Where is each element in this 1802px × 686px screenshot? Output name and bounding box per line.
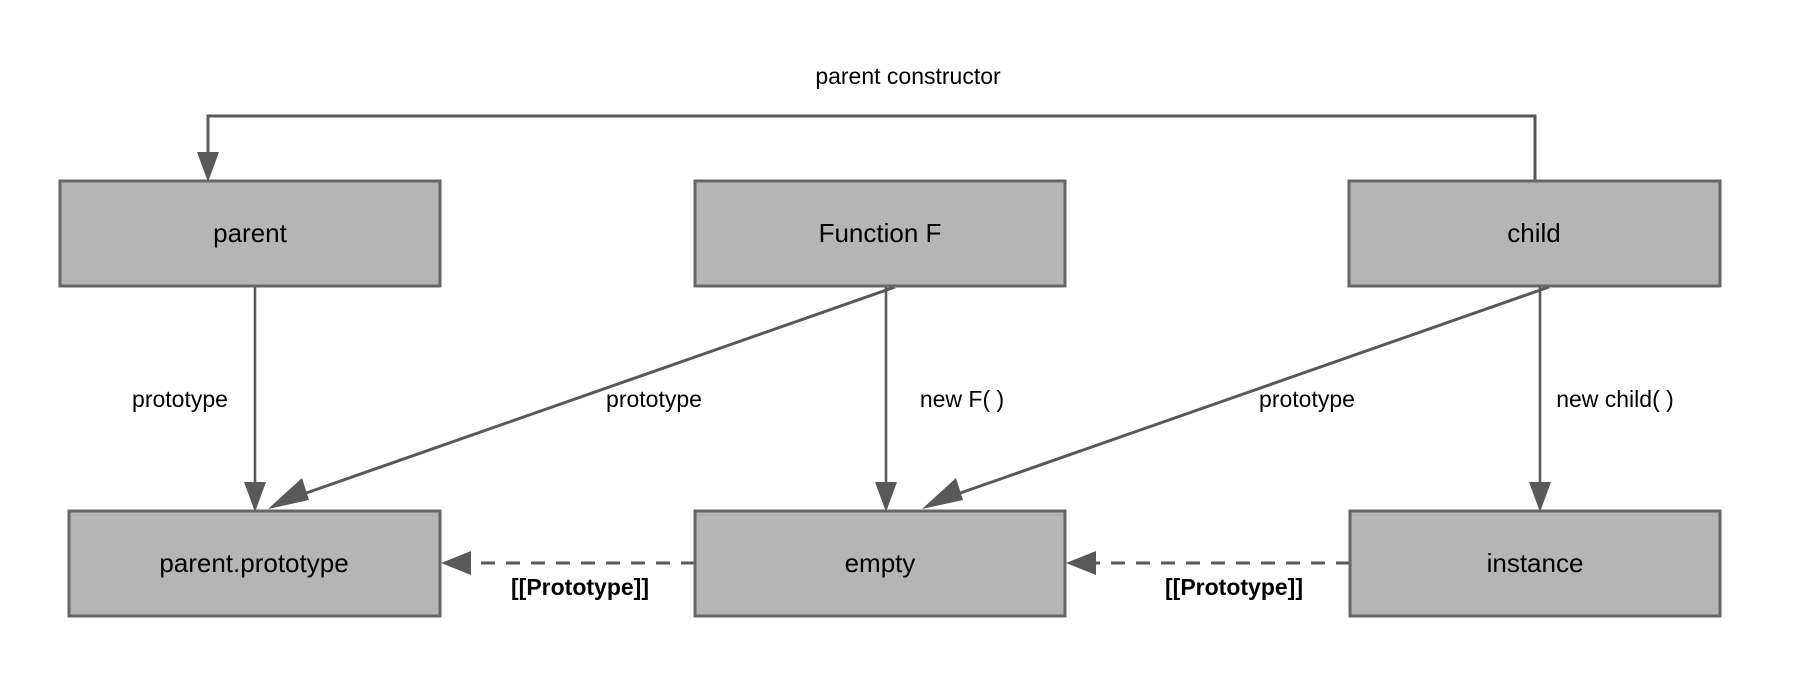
edge-label-new-f: new F( ) xyxy=(920,386,1004,412)
edge-child-to-parent-arrowhead xyxy=(197,152,219,182)
edge-parent-to-parent-prototype-arrowhead xyxy=(244,482,266,512)
node-function-f-label: Function F xyxy=(819,218,942,248)
edge-function-f-to-parent-prototype: prototype xyxy=(268,285,896,509)
edge-child-to-parent: parent constructor xyxy=(197,63,1537,182)
node-parent-label: parent xyxy=(213,218,287,248)
node-parent-prototype-box[interactable] xyxy=(67,509,442,618)
node-empty[interactable]: empty xyxy=(693,509,1067,618)
edge-child-to-empty: prototype xyxy=(922,285,1550,509)
edge-child-to-parent-line xyxy=(206,114,1537,181)
node-parent-prototype[interactable]: parent.prototype xyxy=(67,509,442,618)
node-instance[interactable]: instance xyxy=(1348,509,1722,618)
edge-label-parent-constructor: parent constructor xyxy=(815,63,1001,89)
node-child[interactable]: child xyxy=(1347,179,1722,288)
edge-label-prototype-internal-left: [[Prototype]] xyxy=(511,574,649,600)
edge-empty-to-parent-prototype: [[Prototype]] xyxy=(441,551,695,600)
node-instance-box[interactable] xyxy=(1348,509,1722,618)
node-empty-box[interactable] xyxy=(693,509,1067,618)
node-function-f-box[interactable] xyxy=(693,179,1067,288)
edge-label-prototype-parent: prototype xyxy=(132,386,228,412)
edge-label-prototype-internal-right: [[Prototype]] xyxy=(1165,574,1303,600)
edge-child-to-empty-arrowhead xyxy=(922,478,963,509)
node-child-label: child xyxy=(1507,218,1560,248)
edge-child-to-instance-arrowhead xyxy=(1529,482,1551,512)
edge-child-to-empty-line xyxy=(945,285,1550,500)
edge-instance-to-empty: [[Prototype]] xyxy=(1066,551,1350,600)
node-child-box[interactable] xyxy=(1347,179,1722,288)
node-parent[interactable]: parent xyxy=(58,179,442,288)
node-function-f[interactable]: Function F xyxy=(693,179,1067,288)
edge-function-f-to-empty-arrowhead xyxy=(875,482,897,512)
node-empty-label: empty xyxy=(845,548,916,578)
edge-function-f-to-parent-prototype-line xyxy=(291,285,896,500)
edge-child-to-instance: new child( ) xyxy=(1529,286,1674,512)
edge-function-f-to-empty: new F( ) xyxy=(875,286,1004,512)
node-instance-label: instance xyxy=(1487,548,1584,578)
edge-label-prototype-child: prototype xyxy=(1259,386,1355,412)
node-parent-box[interactable] xyxy=(58,179,442,288)
node-parent-prototype-label: parent.prototype xyxy=(159,548,348,578)
edge-label-prototype-function-f: prototype xyxy=(606,386,702,412)
edge-label-new-child: new child( ) xyxy=(1556,386,1674,412)
edge-instance-to-empty-arrowhead xyxy=(1066,551,1096,575)
edge-function-f-to-parent-prototype-arrowhead xyxy=(268,478,309,509)
edge-empty-to-parent-prototype-arrowhead xyxy=(441,551,471,575)
edge-parent-to-parent-prototype: prototype xyxy=(132,286,266,512)
